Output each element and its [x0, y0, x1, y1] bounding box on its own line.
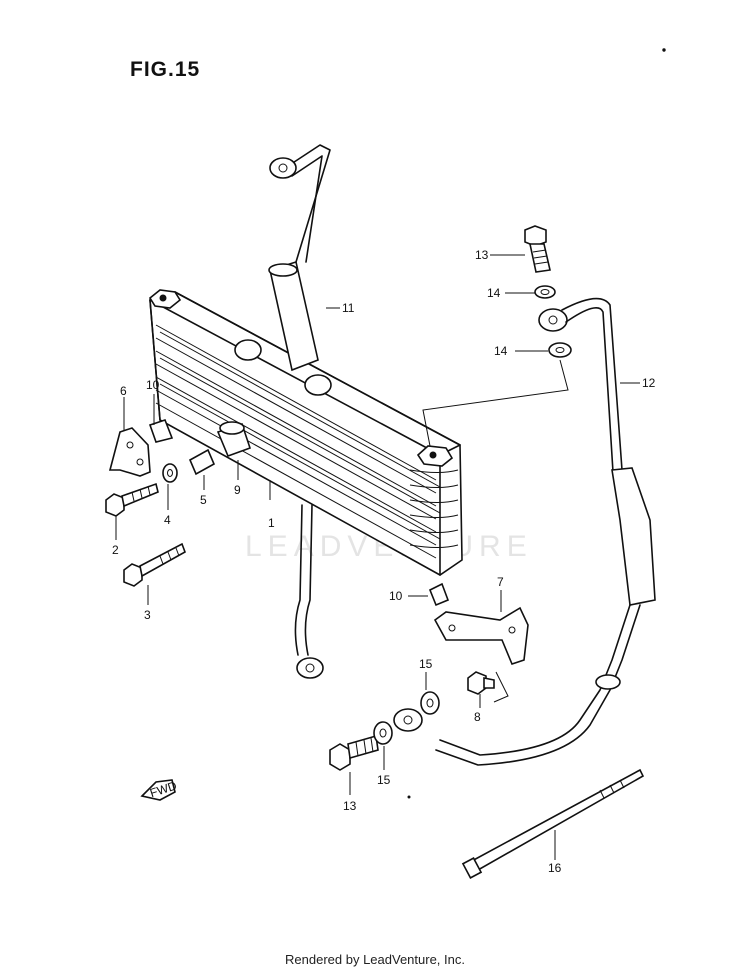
fwd-arrow-icon: FWD	[140, 778, 179, 801]
washer-4	[162, 463, 178, 483]
callout-4: 4	[164, 513, 171, 527]
callout-5: 5	[200, 493, 207, 507]
bracket-7	[433, 606, 529, 665]
washer-15-lower	[373, 721, 393, 745]
callout-16: 16	[548, 861, 562, 875]
callout-labels: 1 2 3 4 5 6 7 8 9 10 10 11 12 13 13 14 1…	[112, 248, 656, 875]
callout-15-upper: 15	[419, 657, 433, 671]
leader-lines	[115, 254, 640, 860]
washer-14-lower	[548, 342, 572, 358]
callout-2: 2	[112, 543, 119, 557]
bolt-8	[467, 671, 495, 695]
tie-strap-16	[461, 768, 645, 879]
oil-cooler-core	[148, 289, 463, 679]
bracket-6	[108, 427, 151, 477]
callout-3: 3	[144, 608, 151, 622]
clip-10-left	[148, 419, 174, 443]
oil-hose-right	[393, 297, 656, 766]
callout-10-left: 10	[146, 378, 160, 392]
callout-10-right: 10	[389, 589, 403, 603]
banjo-bolt-upper	[524, 225, 551, 273]
callout-13-lower: 13	[343, 799, 357, 813]
callout-15-lower: 15	[377, 773, 391, 787]
footer-credit: Rendered by LeadVenture, Inc.	[285, 952, 465, 967]
stray-mark	[407, 795, 411, 799]
callout-7: 7	[497, 575, 504, 589]
washer-14-upper	[534, 285, 556, 299]
callout-8: 8	[474, 710, 481, 724]
figure-title: FIG.15	[130, 58, 201, 81]
oil-hose-upper	[268, 144, 331, 372]
bolt-2	[105, 482, 159, 517]
callout-12: 12	[642, 376, 656, 390]
callout-6: 6	[120, 384, 127, 398]
collar-5	[188, 448, 216, 476]
callout-1: 1	[268, 516, 275, 530]
clip-10-right	[428, 582, 450, 607]
callout-14-lower: 14	[494, 344, 508, 358]
washer-15-upper	[420, 691, 440, 715]
callout-14-upper: 14	[487, 286, 501, 300]
banjo-bolt-lower	[329, 734, 379, 771]
stray-mark	[662, 48, 666, 52]
callout-11: 11	[342, 301, 355, 315]
callout-9: 9	[234, 483, 241, 497]
cushion-9	[216, 421, 252, 458]
bolt-3	[123, 542, 186, 587]
callout-13-upper: 13	[475, 248, 489, 262]
